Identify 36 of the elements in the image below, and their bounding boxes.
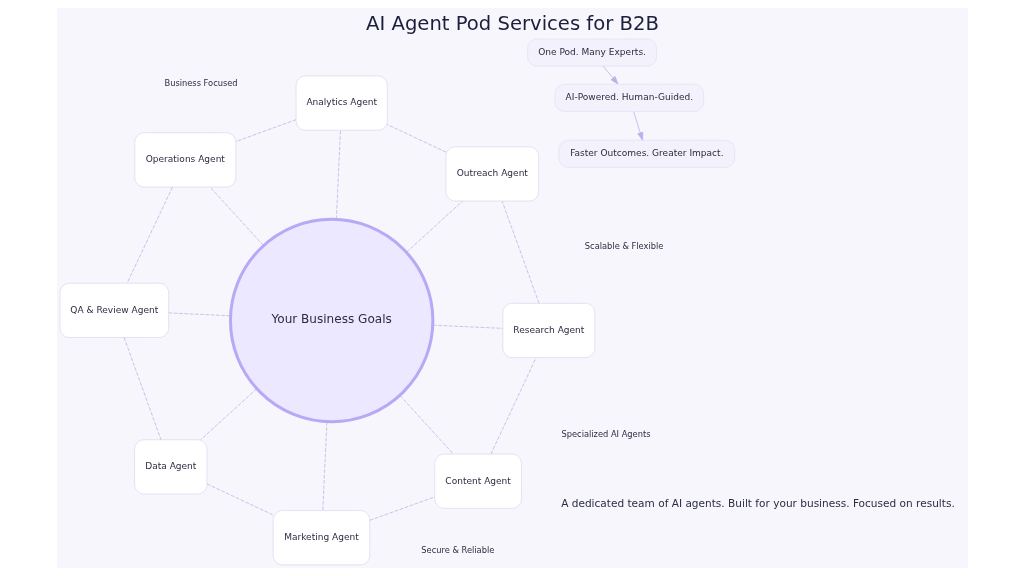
label: Business Focused xyxy=(163,77,238,88)
connector xyxy=(209,186,264,246)
connector xyxy=(368,496,435,521)
connector xyxy=(490,357,536,455)
connector xyxy=(399,395,454,455)
node-box: Content Agent xyxy=(433,453,522,509)
node-box: Marketing Agent xyxy=(272,510,370,566)
node-box: Outreach Agent xyxy=(445,146,539,202)
node-box: Analytics Agent xyxy=(295,75,388,131)
connector xyxy=(405,200,463,253)
connector xyxy=(199,388,257,441)
arrow xyxy=(632,111,643,141)
connector xyxy=(235,119,296,142)
label: Specialized AI Agents xyxy=(560,428,651,439)
node-box: QA & Review Agent xyxy=(59,282,169,338)
connector xyxy=(432,324,503,329)
connector xyxy=(126,186,173,284)
diagram-title: AI Agent Pod Services for B2B xyxy=(365,11,659,35)
connector xyxy=(386,124,446,153)
connector xyxy=(206,483,273,516)
connector xyxy=(123,337,161,441)
node-box: Research Agent xyxy=(502,302,595,358)
node-box: AI-Powered. Human-Guided. xyxy=(554,83,704,112)
arrow xyxy=(602,65,618,85)
connector xyxy=(501,200,539,304)
node-box: Faster Outcomes. Greater Impact. xyxy=(558,139,735,168)
connector xyxy=(321,421,327,511)
label: Secure & Reliable xyxy=(420,545,494,556)
label: Scalable & Flexible xyxy=(584,241,663,252)
node-box: Data Agent xyxy=(133,439,207,495)
node-box: Operations Agent xyxy=(133,132,236,188)
label: A dedicated team of AI agents. Built for your business. Focused on results. xyxy=(560,497,955,510)
node-box: One Pod. Many Experts. xyxy=(526,38,657,67)
connector xyxy=(335,129,341,220)
node-circle: Your Business Goals xyxy=(228,217,434,424)
connector xyxy=(167,312,231,317)
